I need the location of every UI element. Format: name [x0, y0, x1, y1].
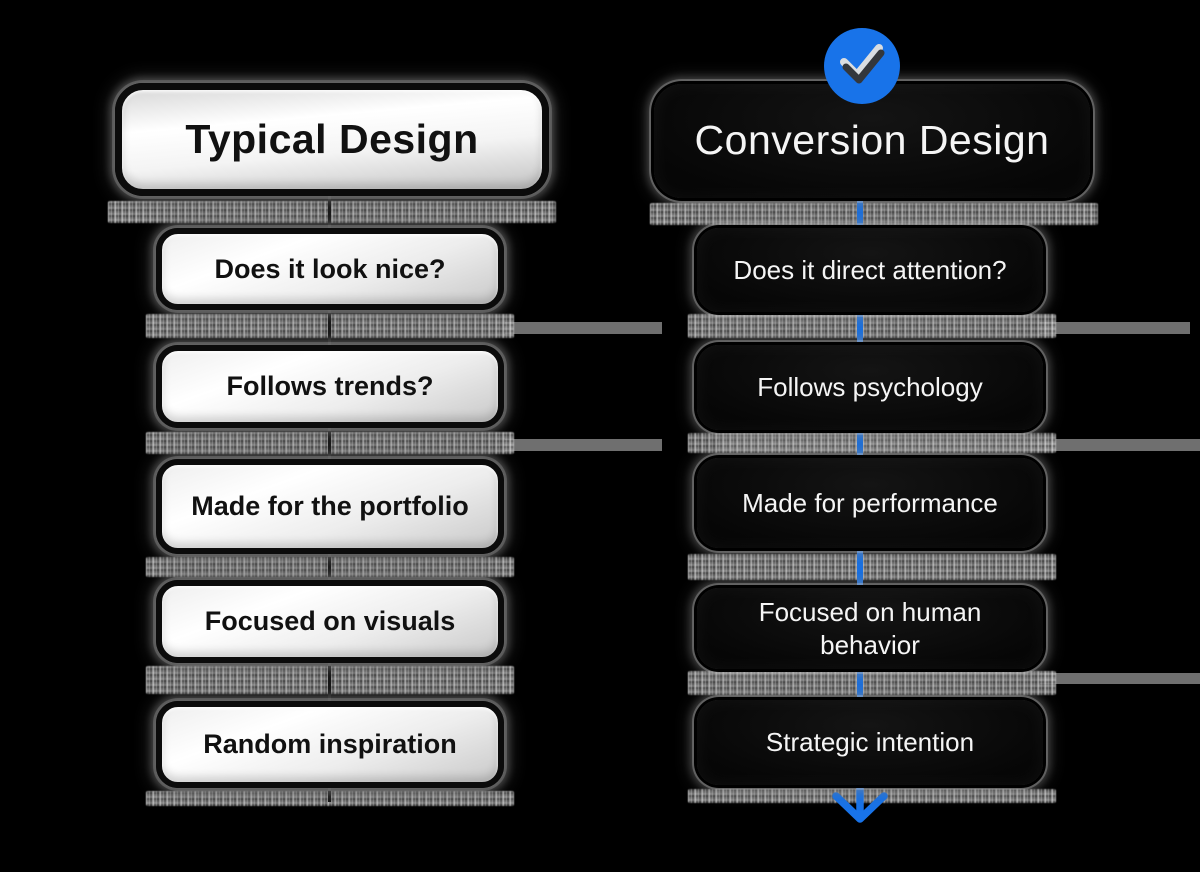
texture-band: [505, 439, 662, 451]
blue-connector-segment: [857, 194, 863, 232]
blue-connector-segment: [857, 666, 863, 704]
noise-strip: [688, 433, 1056, 453]
texture-band: [1040, 322, 1190, 334]
typical-item-box: Made for the portfolio: [156, 459, 504, 554]
typical-item-box: Random inspiration: [156, 701, 504, 788]
conversion-item-label: Focused on human behavior: [758, 597, 982, 660]
blue-connector-segment: [857, 428, 863, 462]
conversion-design-header: Conversion Design: [654, 84, 1090, 198]
typical-item-label: Made for the portfolio: [191, 491, 469, 522]
noise-strip: [688, 554, 1056, 580]
typical-item-label: Does it look nice?: [214, 253, 446, 284]
conversion-item-box: Focused on human behavior: [697, 588, 1043, 669]
checkmark-icon: [824, 28, 900, 104]
conversion-item-box: Follows psychology: [697, 345, 1043, 430]
conversion-item-box: Made for performance: [697, 458, 1043, 548]
conversion-item-box: Does it direct attention?: [697, 228, 1043, 312]
typical-item-box: Focused on visuals: [156, 580, 504, 663]
typical-item-label: Focused on visuals: [204, 606, 456, 637]
typical-design-title: Typical Design: [185, 116, 479, 163]
noise-strip: [688, 789, 1056, 803]
typical-item-box: Does it look nice?: [156, 228, 504, 310]
conversion-item-label: Does it direct attention?: [733, 254, 1007, 285]
conversion-item-label: Follows psychology: [757, 372, 983, 403]
texture-band: [1040, 673, 1200, 684]
conversion-item-label: Made for performance: [742, 487, 998, 518]
conversion-design-title: Conversion Design: [694, 117, 1050, 164]
typical-item-box: Follows trends?: [156, 345, 504, 428]
typical-design-header: Typical Design: [115, 83, 549, 196]
noise-strip: [688, 314, 1056, 338]
noise-strip: [108, 201, 556, 223]
blue-connector-segment: [857, 309, 863, 349]
blue-connector-segment: [857, 546, 863, 592]
conversion-item-label: Strategic intention: [765, 727, 975, 758]
typical-item-label: Follows trends?: [226, 371, 434, 402]
noise-strip: [650, 203, 1098, 225]
noise-strip: [688, 671, 1056, 695]
conversion-item-box: Strategic intention: [697, 700, 1043, 785]
texture-band: [505, 322, 662, 334]
typical-item-label: Random inspiration: [203, 729, 457, 760]
